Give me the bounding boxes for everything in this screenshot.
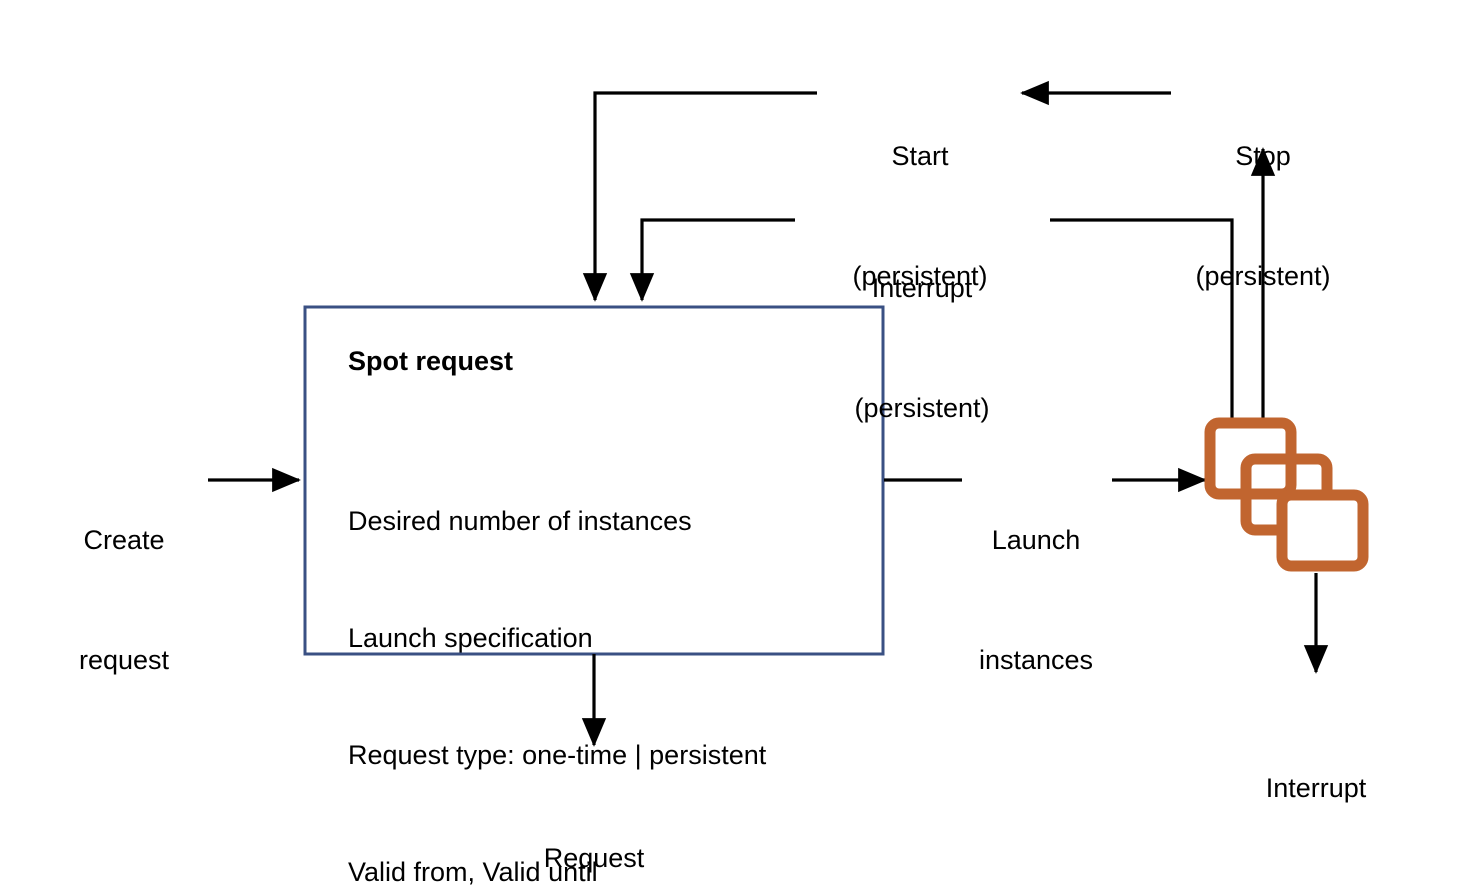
- label-interrupt-one-time-line2: (one-time): [1218, 888, 1414, 894]
- label-create-request-line1: Create: [83, 525, 165, 555]
- label-interrupt-persistent-line1: Interrupt: [871, 273, 973, 303]
- label-stop-persistent: Stop (persistent): [1165, 56, 1361, 376]
- instance-square-middle: [1240, 453, 1333, 536]
- spot-request-detail-line: Valid from, Valid until: [348, 857, 598, 887]
- arrow-start-persistent: [582, 91, 817, 302]
- arrow-interrupt-persistent: [629, 218, 795, 302]
- line-interrupt-persistent-right: [1050, 218, 1234, 418]
- label-interrupt-one-time-line1: Interrupt: [1265, 773, 1367, 803]
- spot-request-heading: Spot request: [348, 346, 514, 376]
- label-create-request-line2: request: [78, 645, 170, 675]
- label-request-failed: Request failed: [498, 758, 690, 894]
- label-stop-persistent-line2: (persistent): [1195, 261, 1331, 291]
- label-start-persistent-line2: (persistent): [852, 261, 988, 291]
- spot-request-detail-line: Launch specification: [348, 623, 593, 653]
- label-launch-instances-line1: Launch: [991, 525, 1081, 555]
- label-create-request: Create request: [28, 440, 220, 760]
- label-stop-persistent-line1: Stop: [1235, 141, 1291, 171]
- label-request-failed-line1: Request: [543, 843, 645, 873]
- label-interrupt-one-time: Interrupt (one-time): [1218, 688, 1414, 894]
- instance-square-front: [1276, 489, 1369, 572]
- spot-request-details: Desired number of instances Launch speci…: [348, 424, 766, 894]
- label-start-persistent-line1: Start: [891, 141, 949, 171]
- label-interrupt-persistent: Interrupt (persistent): [824, 188, 1020, 508]
- label-launch-instances-line2: instances: [978, 645, 1094, 675]
- instance-square-back: [1204, 417, 1297, 500]
- label-interrupt-persistent-line2: (persistent): [854, 393, 990, 423]
- spot-request-detail-line: Request type: one-time | persistent: [348, 740, 767, 770]
- label-start-persistent: Start (persistent): [822, 56, 1018, 376]
- spot-request-detail-line: Desired number of instances: [348, 506, 692, 536]
- ec2-instances-icon: [1204, 417, 1369, 572]
- label-launch-instances: Launch instances: [938, 440, 1134, 760]
- spot-request-box: [303, 305, 885, 656]
